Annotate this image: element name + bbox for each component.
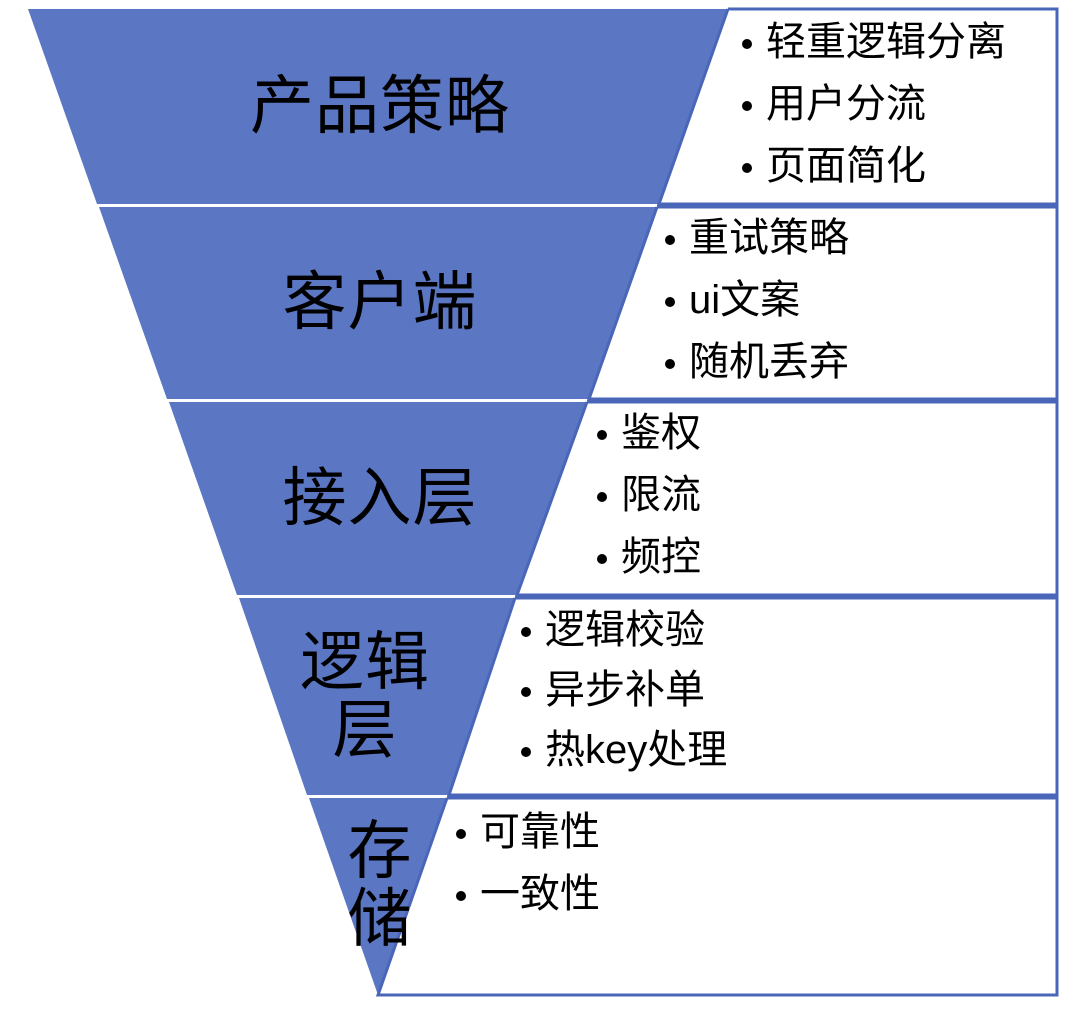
list-item: 页面简化 bbox=[742, 146, 1052, 186]
bullet-icon bbox=[665, 359, 675, 369]
detail-box-4[interactable]: 逻辑校验 异步补单 热key处理 bbox=[521, 610, 1041, 785]
list-item: 用户分流 bbox=[742, 84, 1052, 124]
detail-box-outline-1 bbox=[656, 7, 1059, 206]
bullet-icon bbox=[456, 891, 466, 901]
bullet-icon bbox=[456, 829, 466, 839]
funnel-segment-2[interactable] bbox=[99, 207, 657, 399]
funnel-segment-4[interactable] bbox=[239, 598, 515, 795]
detail-box-5[interactable]: 可靠性 一致性 bbox=[456, 812, 1036, 987]
detail-box-2[interactable]: 重试策略 ui文案 随机丢弃 bbox=[665, 218, 1055, 388]
bullet-icon bbox=[742, 39, 752, 49]
bullet-icon bbox=[665, 235, 675, 245]
detail-box-outline-5 bbox=[375, 796, 1059, 997]
list-item: 逻辑校验 bbox=[521, 610, 1041, 650]
bullet-icon bbox=[521, 747, 531, 757]
bullet-icon bbox=[521, 687, 531, 697]
detail-box-3[interactable]: 鉴权 限流 频控 bbox=[597, 413, 1047, 583]
bullet-icon bbox=[742, 163, 752, 173]
list-item: 异步补单 bbox=[521, 670, 1041, 710]
detail-list-1: 轻重逻辑分离 用户分流 页面简化 bbox=[742, 22, 1052, 186]
list-item: 轻重逻辑分离 bbox=[742, 22, 1052, 62]
bullet-icon bbox=[521, 627, 531, 637]
bullet-icon bbox=[597, 492, 607, 502]
bullet-icon bbox=[742, 101, 752, 111]
detail-list-4: 逻辑校验 异步补单 热key处理 bbox=[521, 610, 1041, 770]
detail-list-2: 重试策略 ui文案 随机丢弃 bbox=[665, 218, 1055, 382]
funnel-segment-1[interactable] bbox=[28, 9, 728, 204]
detail-box-1[interactable]: 轻重逻辑分离 用户分流 页面简化 bbox=[742, 22, 1052, 192]
bullet-icon bbox=[597, 430, 607, 440]
detail-list-3: 鉴权 限流 频控 bbox=[597, 413, 1047, 577]
list-item: 随机丢弃 bbox=[665, 342, 1055, 382]
detail-box-outline-4 bbox=[446, 596, 1059, 797]
list-item: ui文案 bbox=[665, 280, 1055, 320]
detail-box-outline-3 bbox=[514, 400, 1059, 597]
funnel-segment-3[interactable] bbox=[169, 402, 587, 595]
list-item: 热key处理 bbox=[521, 730, 1041, 770]
list-item: 重试策略 bbox=[665, 218, 1055, 258]
list-item: 频控 bbox=[597, 537, 1047, 577]
bullet-icon bbox=[597, 554, 607, 564]
funnel-segment-5[interactable] bbox=[309, 798, 447, 995]
list-item: 限流 bbox=[597, 475, 1047, 515]
detail-list-5: 可靠性 一致性 bbox=[456, 812, 1036, 914]
bullet-icon bbox=[665, 297, 675, 307]
list-item: 可靠性 bbox=[456, 812, 1036, 852]
list-item: 一致性 bbox=[456, 874, 1036, 914]
detail-box-outline-2 bbox=[586, 205, 1059, 401]
list-item: 鉴权 bbox=[597, 413, 1047, 453]
